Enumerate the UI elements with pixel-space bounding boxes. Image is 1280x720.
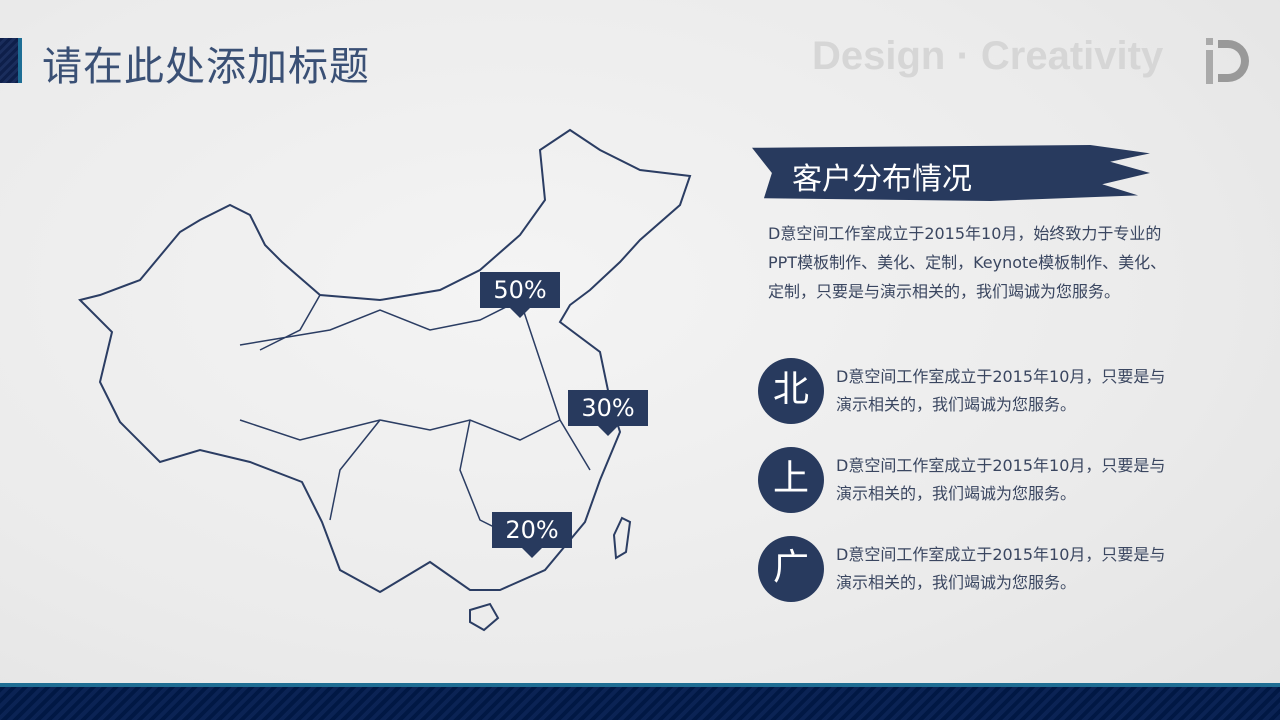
heading-brush	[752, 145, 1150, 201]
item-text: D意空间工作室成立于2015年10月，只要是与演示相关的，我们竭诚为您服务。	[836, 367, 1166, 414]
item-text: D意空间工作室成立于2015年10月，只要是与演示相关的，我们竭诚为您服务。	[836, 545, 1166, 592]
list-item: 上 D意空间工作室成立于2015年10月，只要是与演示相关的，我们竭诚为您服务。	[756, 444, 1186, 514]
map-tag-50: 50%	[480, 272, 560, 318]
brand-text: Design · Creativity	[812, 34, 1164, 78]
page-title: 请在此处添加标题	[42, 44, 370, 90]
region-badge-guangzhou: 广	[758, 536, 824, 602]
region-badge-shanghai: 上	[758, 447, 824, 513]
region-badge-north: 北	[758, 358, 824, 424]
section-heading: 客户分布情况	[792, 162, 972, 197]
map-tag-20: 20%	[492, 512, 572, 558]
logo-icon	[1206, 38, 1249, 84]
map-tag-30: 30%	[568, 390, 648, 436]
footer-bar	[0, 687, 1280, 720]
title-accent-bar	[0, 38, 22, 83]
china-map	[78, 128, 692, 632]
list-item: 广 D意空间工作室成立于2015年10月，只要是与演示相关的，我们竭诚为您服务。	[756, 533, 1186, 603]
intro-text: D意空间工作室成立于2015年10月，始终致力于专业的PPT模板制作、美化、定制…	[768, 224, 1167, 301]
footer-stripe	[0, 683, 1280, 687]
item-text: D意空间工作室成立于2015年10月，只要是与演示相关的，我们竭诚为您服务。	[836, 456, 1166, 503]
list-item: 北 D意空间工作室成立于2015年10月，只要是与演示相关的，我们竭诚为您服务。	[756, 355, 1186, 425]
